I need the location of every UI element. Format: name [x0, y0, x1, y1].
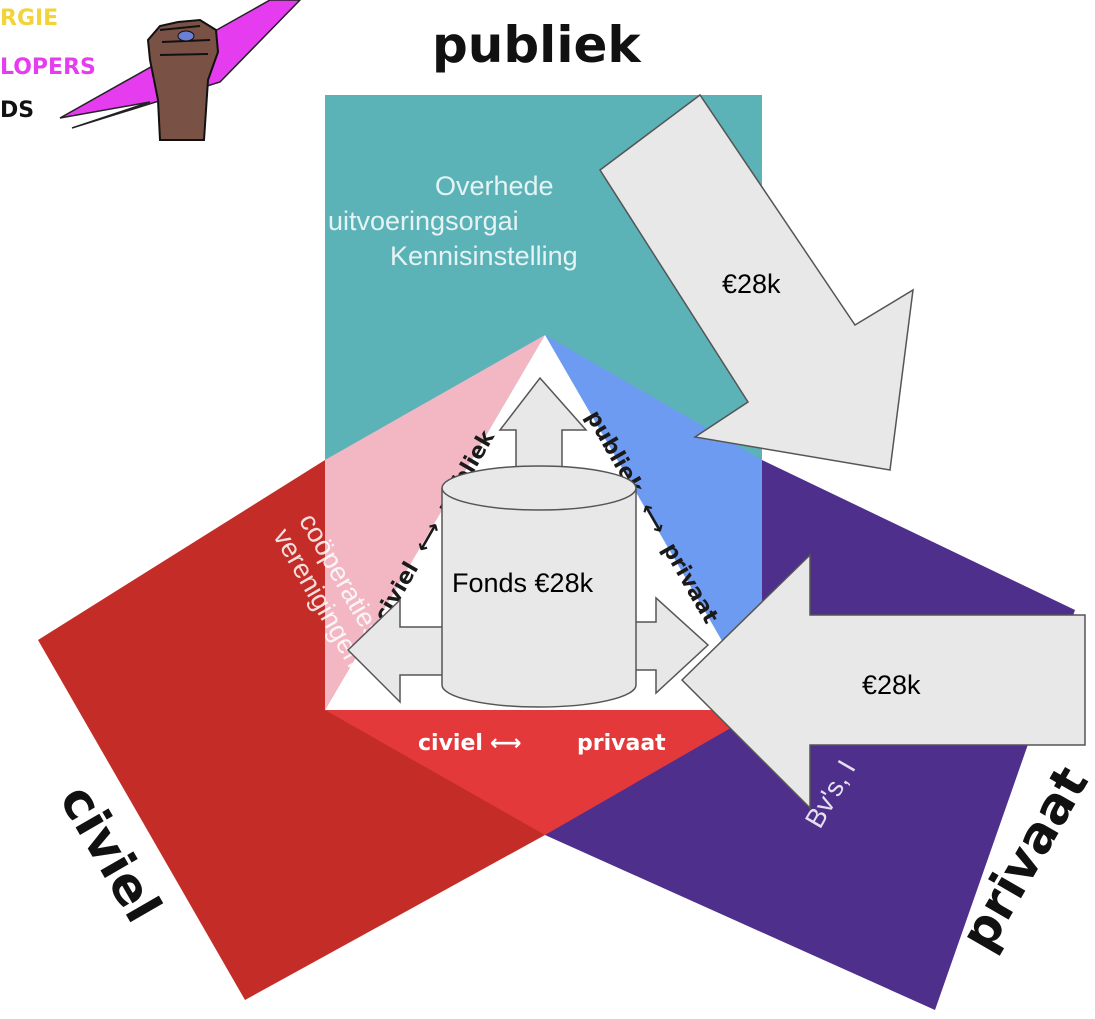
label-publiek: publiek [432, 16, 642, 74]
logo-line-3: DS [0, 98, 34, 123]
civiel-privaat-label: civiel ⟷ privaat [418, 731, 666, 756]
fund-cylinder: Fonds €28k [441, 465, 637, 708]
inflow-top-amount: €28k [722, 269, 781, 299]
inflow-arrow-top [598, 93, 914, 471]
link-civiel-privaat [325, 710, 762, 835]
civiel-privaat-right: privaat [577, 731, 666, 756]
inflow-arrow-right [680, 553, 1086, 810]
fist-icon [146, 18, 220, 141]
fund-label: Fonds €28k [452, 568, 594, 598]
publiek-line-2: uitvoeringsorgai [328, 206, 519, 236]
logo: RGIE LOPERS DS [0, 0, 302, 141]
publiek-line-3: Kennisinstelling [390, 241, 578, 271]
sector-civiel [38, 460, 545, 1000]
inflow-right-amount: €28k [862, 670, 921, 700]
logo-line-2: LOPERS [0, 55, 96, 80]
publiek-sector-text: Overhede uitvoeringsorgai Kennisinstelli… [328, 171, 578, 271]
publiek-line-1: Overhede [435, 171, 554, 201]
double-arrow-icon: ⟷ [490, 731, 522, 756]
logo-line-1: RGIE [0, 6, 58, 31]
civiel-privaat-left: civiel [418, 731, 483, 756]
